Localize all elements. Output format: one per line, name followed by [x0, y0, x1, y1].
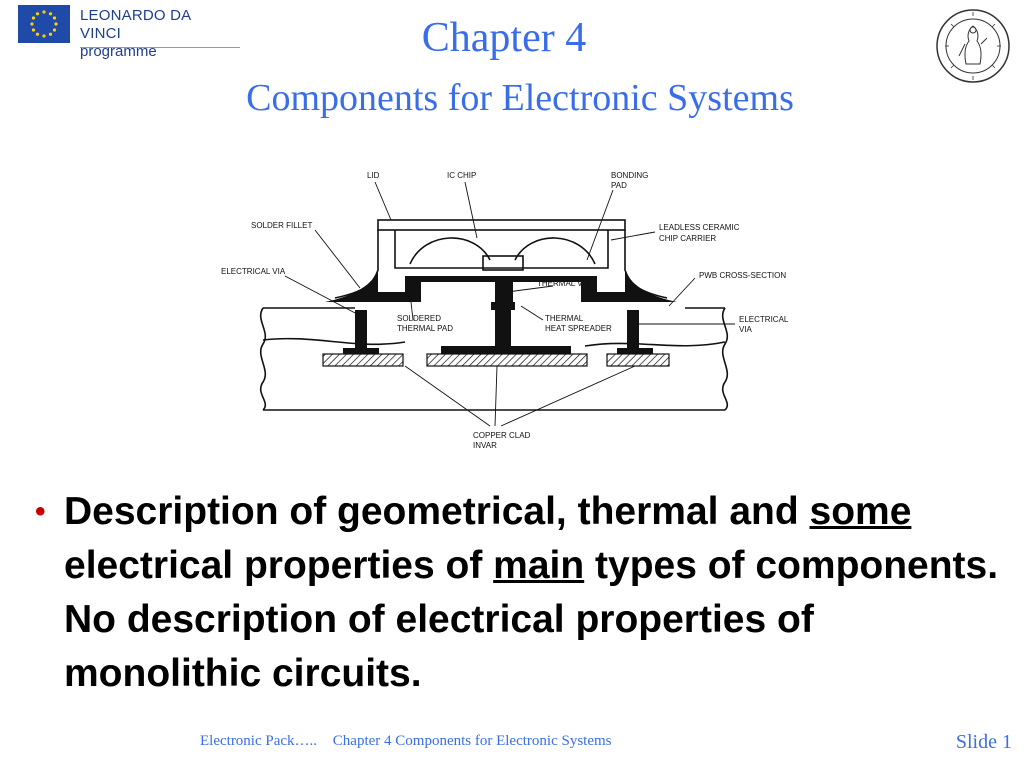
- page-subtitle: Components for Electronic Systems: [246, 77, 794, 119]
- label-bonding-pad-2: PAD: [611, 181, 627, 190]
- logo-line1: LEONARDO DA VINCI: [80, 7, 191, 42]
- footer-left: Electronic Pack…..: [200, 733, 318, 749]
- label-copper-clad-2: INVAR: [473, 441, 497, 450]
- logo-underline: [80, 47, 240, 48]
- slide-number: Slide 1: [955, 731, 1012, 753]
- label-thermal-1: THERMAL: [545, 314, 584, 323]
- solder-fillets: [325, 270, 677, 310]
- label-leadless-1: LEADLESS CERAMIC: [659, 223, 740, 232]
- eu-flag-icon: [18, 5, 70, 43]
- bullet-text-main: main: [493, 544, 585, 587]
- chip-carrier-diagram: LID IC CHIP BONDING PAD SOLDER FILLET LE…: [221, 171, 789, 450]
- university-seal-icon: [935, 8, 1011, 84]
- label-thermal-via: THERMAL VIA: [537, 279, 591, 288]
- label-electrical-via-right-2: VIA: [739, 325, 753, 334]
- label-bonding-pad-1: BONDING: [611, 171, 648, 180]
- copper-invar-pads: [322, 353, 670, 367]
- label-solder-fillet: SOLDER FILLET: [251, 221, 312, 230]
- label-soldered-2: THERMAL PAD: [397, 324, 453, 333]
- bullet-dot: •: [35, 495, 46, 528]
- bullet-text-part3: types of components. No description of e…: [64, 544, 999, 695]
- label-thermal-2: HEAT SPREADER: [545, 324, 612, 333]
- label-ic-chip: IC CHIP: [447, 171, 476, 180]
- leonardo-logo: LEONARDO DA VINCI programme: [18, 5, 240, 60]
- vias: [343, 310, 653, 354]
- label-copper-clad-1: COPPER CLAD: [473, 431, 531, 440]
- bullet-text-some: some: [809, 490, 912, 533]
- footer-center: Chapter 4 Components for Electronic Syst…: [332, 733, 612, 749]
- bullet-text-part2: electrical properties of: [64, 544, 494, 587]
- bullet-item: • Description of geometrical, thermal an…: [35, 485, 1000, 701]
- label-electrical-via-right-1: ELECTRICAL: [739, 315, 789, 324]
- label-lid: LID: [367, 171, 380, 180]
- bullet-text-part1: Description of geometrical, thermal and: [64, 490, 810, 533]
- footer: Electronic Pack….. Chapter 4 Components …: [200, 733, 624, 750]
- pwb-board: [259, 307, 729, 411]
- label-leadless-2: CHIP CARRIER: [659, 234, 716, 243]
- label-pwb-cross-section: PWB CROSS-SECTION: [699, 271, 786, 280]
- page-title: Chapter 4: [421, 15, 587, 61]
- leader-lines: [284, 181, 735, 427]
- label-soldered-1: SOLDERED: [397, 314, 441, 323]
- label-electrical-via-left: ELECTRICAL VIA: [221, 267, 286, 276]
- bullet-text: Description of geometrical, thermal and …: [64, 485, 1000, 701]
